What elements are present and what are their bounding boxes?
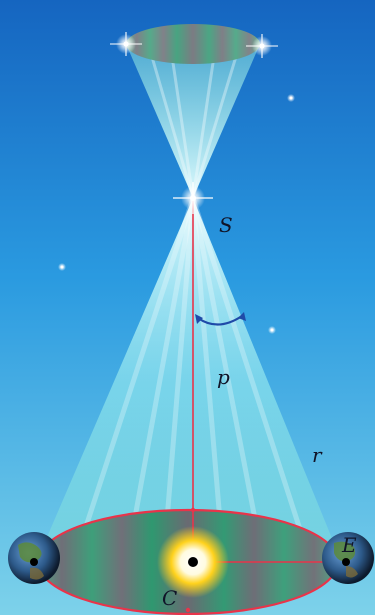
- earth-globe-icon-left: [8, 532, 60, 584]
- angle-arrowhead-right: [238, 312, 246, 321]
- lower-cone-rays: [77, 197, 308, 546]
- sun-icon: [157, 526, 229, 598]
- top-disk: [126, 24, 260, 64]
- star-glint-icon-top-left: [110, 32, 142, 56]
- upper-light-cone: [126, 44, 260, 198]
- axis-marker: [190, 507, 196, 513]
- upper-cone-rays: [148, 49, 240, 199]
- star-label: S: [219, 213, 233, 237]
- radius-label: r: [312, 443, 323, 467]
- angle-arrowhead-left: [195, 314, 203, 324]
- orbit-marker: [185, 607, 191, 613]
- star-glint-icon-s: [173, 182, 213, 214]
- parallax-angle-arc: [197, 315, 243, 326]
- background-stars: [58, 94, 295, 334]
- distance-label: p: [217, 365, 230, 389]
- earth-globe-icon-right: [322, 532, 374, 584]
- star-glint-icon-top-right: [246, 34, 278, 58]
- earth-label: E: [341, 533, 357, 557]
- center-label: C: [162, 586, 177, 610]
- lower-light-cone: [38, 198, 340, 558]
